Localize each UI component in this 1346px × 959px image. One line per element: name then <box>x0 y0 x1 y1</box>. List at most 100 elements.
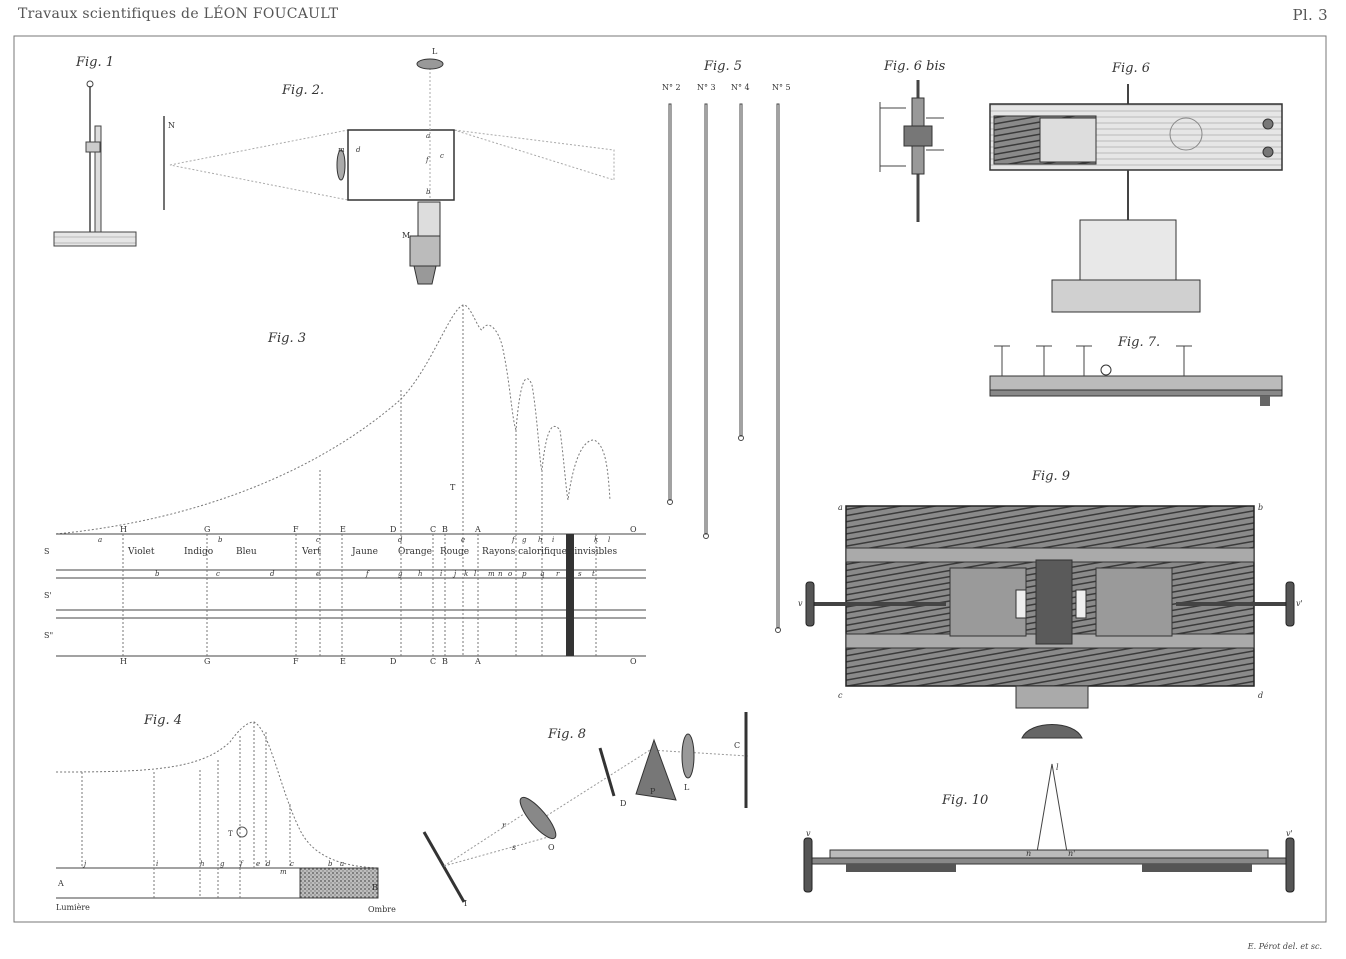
fig3-top-C: C <box>430 525 436 534</box>
fig3-lc-b: b <box>218 536 223 544</box>
fig3-bot-B: B <box>442 657 448 666</box>
fig5-tube-5: N° 5 <box>772 83 791 92</box>
fig8-label-O: O <box>548 843 555 852</box>
fig1-label-N: N <box>168 121 175 130</box>
fig3-lc-h: h <box>538 536 543 544</box>
fig3-r2-m: m <box>488 570 495 578</box>
fig3-title: Fig. 3 <box>267 331 306 346</box>
fig3-top-E: E <box>340 525 346 534</box>
band-indigo: Indigo <box>184 547 213 557</box>
fig3-r2-i: i <box>440 570 442 578</box>
fig9-corner-a: a <box>838 503 843 512</box>
fig3-lc-i: i <box>552 536 554 544</box>
fig3-row-S: S <box>44 547 49 556</box>
fig8-label-r: r <box>502 821 507 830</box>
fig3-lc-g: g <box>522 536 527 544</box>
fig3-row-S2: S" <box>44 631 53 640</box>
fig3-bot-O: O <box>630 657 637 666</box>
fig8-title: Fig. 8 <box>547 727 586 742</box>
fig3-r2-n: n <box>498 570 503 578</box>
fig10: Fig. 10 v v' l n n' <box>803 763 1295 893</box>
band-invisible: Rayons calorifiques invisibles <box>482 547 617 557</box>
fig3-top-H: H <box>120 525 127 534</box>
band-orange: Orange <box>398 547 432 557</box>
fig4-ombre: Ombre <box>368 905 396 914</box>
fig3-lc-c: c <box>316 536 320 544</box>
fig3-lc-a: a <box>98 536 102 544</box>
plate-number: Pl. 3 <box>1292 6 1328 24</box>
fig6: Fig. 6 <box>989 61 1283 313</box>
fig3-r2-p: p <box>522 570 527 578</box>
fig9-corner-c: c <box>838 691 843 700</box>
fig3-r2-h: h <box>418 570 423 578</box>
fig10-label-l: l <box>1056 763 1059 772</box>
band-jaune: Jaune <box>351 547 378 557</box>
fig3-top-F: F <box>293 525 299 534</box>
fig5-tube-2: N° 2 <box>662 83 681 92</box>
fig4: Fig. 4 T A B Lumière Ombre j i h g f e d… <box>55 713 396 914</box>
fig3-r2-o: o <box>508 570 512 578</box>
fig3-r2-b: b <box>155 570 160 578</box>
fig8-label-D: D <box>620 799 626 808</box>
fig4-l-g: g <box>220 860 225 868</box>
fig7: Fig. 7. <box>989 335 1283 406</box>
fig8-label-I: I <box>464 899 467 908</box>
fig2: Fig. 2. L M m d a c f b <box>169 47 615 285</box>
fig2-label-f: f <box>425 156 430 164</box>
fig9: Fig. 9 a b c d v v' <box>798 469 1303 739</box>
fig6bis: Fig. 6 bis <box>879 59 946 222</box>
fig8-label-L: L <box>684 783 690 792</box>
fig4-l-e: e <box>256 860 260 868</box>
fig4-label-A: A <box>57 879 64 888</box>
fig3-top-B: B <box>442 525 448 534</box>
band-vert: Vert <box>301 547 321 557</box>
fig9-side-v: v <box>798 599 803 608</box>
fig4-l-c: c <box>290 860 294 868</box>
fig2-label-b: b <box>426 188 431 196</box>
fig3-bot-E: E <box>340 657 346 666</box>
fig5: Fig. 5 N° 2 N° 3 N° 4 N° 5 <box>662 59 791 633</box>
fig2-label-c: c <box>440 152 444 160</box>
band-rouge: Rouge <box>440 547 469 557</box>
fig6bis-title: Fig. 6 bis <box>883 59 946 74</box>
band-violet: Violet <box>127 547 155 557</box>
fig4-label-B: B <box>372 883 378 892</box>
fig10-label-n: n <box>1026 849 1031 858</box>
fig4-l-f: f <box>239 860 244 868</box>
fig4-l-m: m <box>280 868 287 876</box>
fig3-bot-G: G <box>204 657 210 666</box>
fig3-bot-H: H <box>120 657 127 666</box>
fig9-corner-d: d <box>1258 691 1263 700</box>
fig3-r2-q: q <box>540 570 545 578</box>
fig4-lumiere: Lumière <box>56 903 90 912</box>
fig3-r2-e: e <box>316 570 320 578</box>
fig3-lc-f: f <box>511 536 516 544</box>
fig9-title: Fig. 9 <box>1031 469 1070 484</box>
fig8: Fig. 8 C L P D O I r s <box>422 712 749 908</box>
fig3-marker-T: T <box>450 483 456 492</box>
fig3-lc-k: k <box>594 536 598 544</box>
fig5-title: Fig. 5 <box>703 59 742 74</box>
fig8-label-C: C <box>734 741 740 750</box>
fig3-top-A: A <box>474 525 481 534</box>
fig4-l-a: a <box>340 860 344 868</box>
fig5-tube-4: N° 4 <box>731 83 750 92</box>
fig3-bot-A: A <box>474 657 481 666</box>
fig3-r2-f: f <box>365 570 370 578</box>
fig3-row-S1: S' <box>44 591 52 600</box>
fig4-l-j: j <box>82 860 87 868</box>
fig2-label-d: d <box>356 146 361 154</box>
band-bleu: Bleu <box>236 547 257 557</box>
fig2-title: Fig. 2. <box>281 83 324 98</box>
fig2-label-M: M <box>402 231 410 240</box>
fig3-top-O: O <box>630 525 637 534</box>
fig3-r2-t: t <box>592 570 595 578</box>
fig7-title: Fig. 7. <box>1117 335 1160 350</box>
fig3-lc-l: l <box>608 536 610 544</box>
fig10-label-v: v <box>806 829 811 838</box>
plate-header-title: Travaux scientifiques de LÉON FOUCAULT <box>18 6 339 22</box>
fig3-r2-d: d <box>270 570 275 578</box>
fig4-label-T: T <box>228 830 233 838</box>
fig3-bot-F: F <box>293 657 299 666</box>
fig8-label-s: s <box>512 843 516 852</box>
